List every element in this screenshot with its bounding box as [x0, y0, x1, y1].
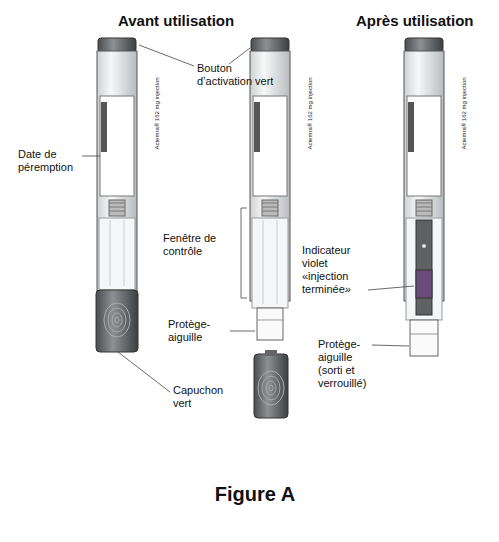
pen-print: Actemra® 162 mg injection — [306, 77, 313, 149]
part-label: Capuchon vert — [173, 384, 233, 410]
part-label: Date de péremption — [18, 148, 82, 174]
pen-print: Actemra® 162 mg injection — [460, 77, 467, 149]
pen-print: Actemra® 162 mg injection — [153, 77, 160, 149]
part-label: Protège-aiguille (sorti et verrouillé) — [318, 338, 376, 390]
part-label: Protège-aiguille — [168, 318, 230, 344]
column-heading: Après utilisation — [356, 12, 474, 30]
column-heading: Avant utilisation — [118, 12, 234, 30]
figure-caption: Figure A — [215, 482, 295, 506]
part-label: Indicateur violet «injection terminée» — [302, 244, 368, 296]
part-label: Fenêtre de contrôle — [163, 232, 223, 258]
part-label: Bouton d’activation vert — [197, 62, 277, 88]
